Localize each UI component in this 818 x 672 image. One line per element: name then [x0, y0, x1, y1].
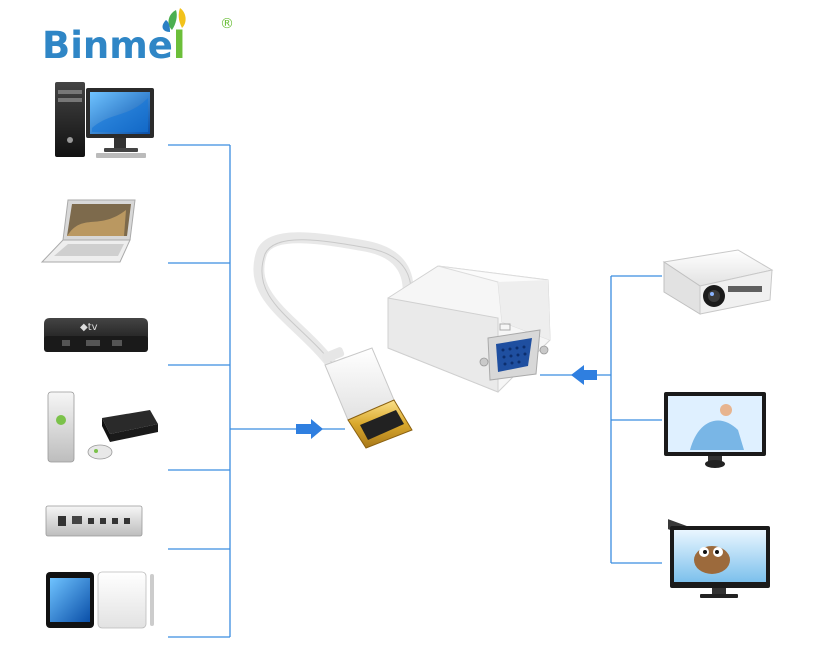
input-arrow-icon	[296, 419, 323, 439]
brand-logo: Binmel ®	[42, 8, 234, 67]
hdmi-to-vga-adapter-icon	[253, 232, 551, 449]
brand-name-suffix: l	[173, 24, 186, 67]
brand-name-prefix: Binme	[42, 24, 173, 67]
registered-mark: ®	[220, 16, 234, 32]
leaf-logo-icon	[162, 8, 186, 32]
monitor-icon	[664, 392, 766, 468]
output-connector-lines	[540, 275, 662, 564]
tv-icon	[670, 526, 770, 598]
game-console-icon	[47, 391, 158, 463]
desktop-pc-icon	[55, 82, 154, 158]
apple-tv-icon: ◆tv	[44, 318, 148, 352]
svg-text:◆tv: ◆tv	[80, 322, 98, 333]
hdmi-plug-icon	[324, 347, 413, 449]
vga-adapter-box	[387, 265, 551, 393]
projector-icon	[662, 249, 774, 540]
vga-symbol-icon	[499, 323, 511, 331]
source-connector-lines	[168, 144, 345, 638]
tablet-icon	[46, 571, 154, 629]
media-box-icon	[45, 505, 143, 537]
output-arrow-icon	[571, 365, 597, 385]
vga-port-icon	[479, 329, 549, 381]
brand-name: Binmel	[42, 24, 186, 67]
laptop-icon	[40, 199, 136, 263]
